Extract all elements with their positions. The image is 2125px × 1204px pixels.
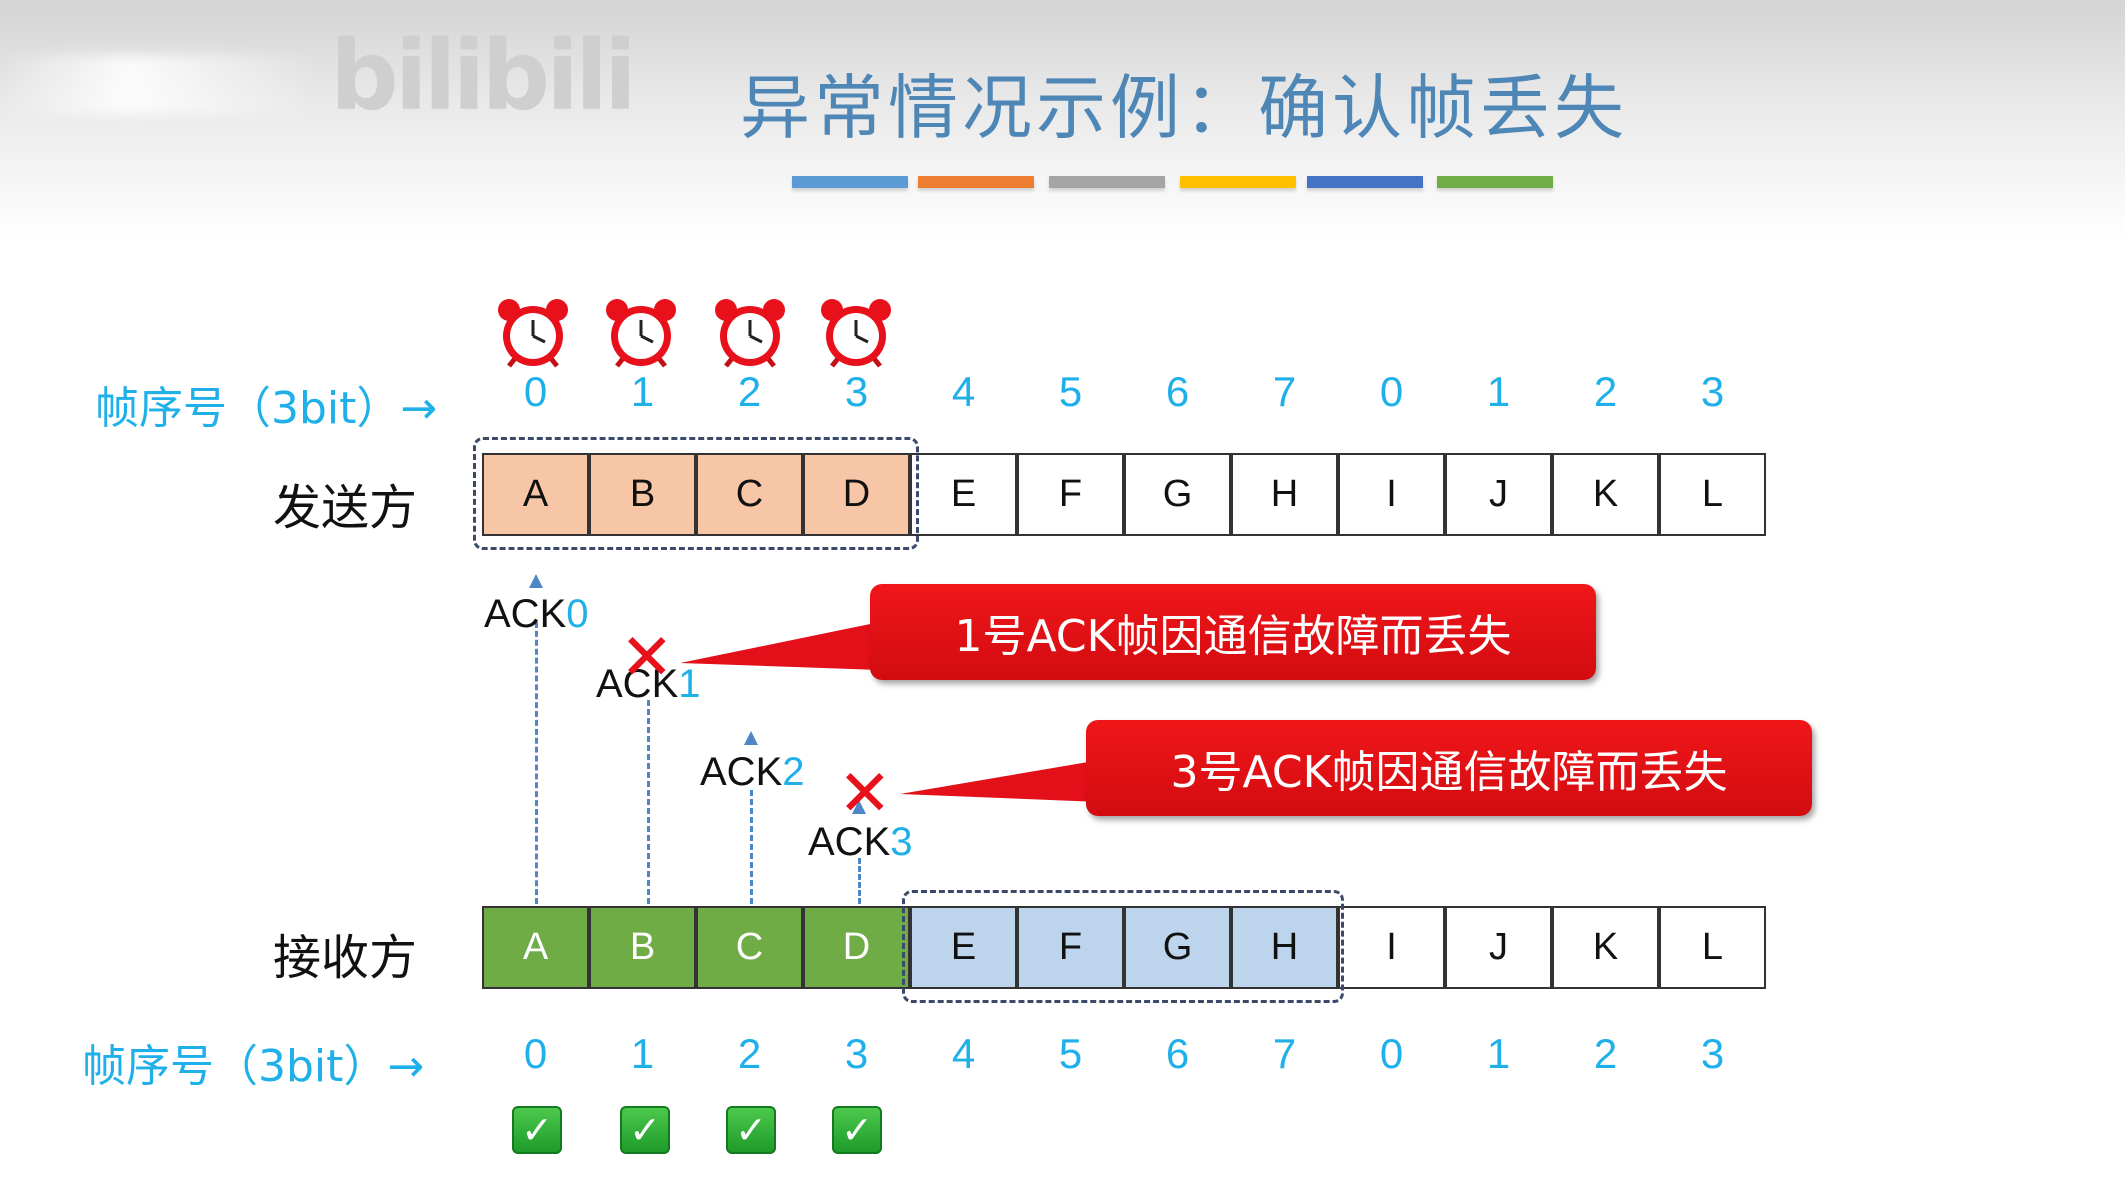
- sender-window: [473, 437, 919, 550]
- sender-frame: C: [696, 453, 803, 536]
- watermark-smudge: [0, 55, 320, 115]
- receiver-frame: K: [1552, 906, 1659, 989]
- bottom-seq-num: 1: [630, 1030, 655, 1077]
- check-box-icon: ✓: [620, 1106, 670, 1154]
- ack3-label: ACK3: [808, 820, 913, 864]
- sender-label: 发送方: [273, 480, 418, 536]
- top-seq-num: 3: [1700, 368, 1725, 415]
- top-seq-num: 5: [1058, 368, 1083, 415]
- bottom-seq-num: 1: [1486, 1030, 1511, 1077]
- ack0-label: ACK0: [484, 592, 589, 636]
- top-seq-num: 0: [523, 368, 548, 415]
- receiver-frame: B: [589, 906, 696, 989]
- ack2-label: ACK2: [700, 750, 805, 794]
- top-seq-num: 1: [1486, 368, 1511, 415]
- lost-x-icon: ✕: [838, 757, 892, 831]
- sender-frame: H: [1231, 453, 1338, 536]
- title-bar-1: [792, 176, 908, 188]
- sender-frame: E: [910, 453, 1017, 536]
- sender-frame: G: [1124, 453, 1231, 536]
- receiver-label: 接收方: [273, 930, 418, 986]
- receiver-frame: L: [1659, 906, 1766, 989]
- top-seq-num: 4: [951, 368, 976, 415]
- top-seq-num: 2: [737, 368, 762, 415]
- top-seq-num: 7: [1272, 368, 1297, 415]
- bottom-seq-num: 2: [737, 1030, 762, 1077]
- sender-frame: B: [589, 453, 696, 536]
- ack2-arrowhead: [744, 731, 758, 745]
- receiver-frame: H: [1231, 906, 1338, 989]
- receiver-frame: I: [1338, 906, 1445, 989]
- sender-frame: F: [1017, 453, 1124, 536]
- receiver-frame: E: [910, 906, 1017, 989]
- ack2-line: [750, 790, 753, 904]
- sender-frame: K: [1552, 453, 1659, 536]
- receiver-frame: F: [1017, 906, 1124, 989]
- bilibili-watermark: bilibili: [330, 20, 637, 132]
- lost-x-icon: ✕: [620, 621, 674, 695]
- bottom-seq-label: 帧序号（3bit）→: [82, 1041, 425, 1092]
- callout-2-pointer: [900, 760, 1100, 802]
- top-seq-num: 2: [1593, 368, 1618, 415]
- top-seq-num: 1: [630, 368, 655, 415]
- bottom-seq-num: 3: [844, 1030, 869, 1077]
- callout-1-pointer: [680, 622, 880, 670]
- slide-title: 异常情况示例：确认帧丢失: [740, 67, 1628, 149]
- title-bar-4: [1180, 176, 1296, 188]
- bottom-seq-num: 3: [1700, 1030, 1725, 1077]
- receiver-frame: D: [803, 906, 910, 989]
- bottom-seq-num: 2: [1593, 1030, 1618, 1077]
- callout-ack1-lost: 1号ACK帧因通信故障而丢失: [870, 584, 1596, 680]
- title-bar-3: [1049, 176, 1165, 188]
- check-box-icon: ✓: [832, 1106, 882, 1154]
- title-bar-2: [918, 176, 1034, 188]
- bottom-seq-num: 5: [1058, 1030, 1083, 1077]
- check-box-icon: ✓: [512, 1106, 562, 1154]
- receiver-frame: G: [1124, 906, 1231, 989]
- sender-frame: A: [482, 453, 589, 536]
- top-seq-num: 0: [1379, 368, 1404, 415]
- alarm-clock-icon: [715, 299, 785, 368]
- alarm-clock-icon: [821, 299, 891, 368]
- ack3-arrowhead: [852, 800, 866, 814]
- bottom-seq-num: 0: [1379, 1030, 1404, 1077]
- sender-frame: D: [803, 453, 910, 536]
- top-seq-num: 3: [844, 368, 869, 415]
- receiver-frame: J: [1445, 906, 1552, 989]
- receiver-frame: C: [696, 906, 803, 989]
- receiver-window: [902, 890, 1344, 1003]
- ack1-label: ACK1: [596, 662, 701, 706]
- ack1-line: [647, 700, 650, 904]
- sender-frame: J: [1445, 453, 1552, 536]
- top-seq-num: 6: [1165, 368, 1190, 415]
- title-bar-6: [1437, 176, 1553, 188]
- alarm-clock-icon: [498, 299, 568, 368]
- bottom-seq-num: 4: [951, 1030, 976, 1077]
- sender-frame: I: [1338, 453, 1445, 536]
- receiver-frame: A: [482, 906, 589, 989]
- alarm-clock-icon: [606, 299, 676, 368]
- ack0-line: [535, 622, 538, 904]
- ack0-arrowhead: [529, 574, 543, 588]
- callout-ack3-lost: 3号ACK帧因通信故障而丢失: [1086, 720, 1812, 816]
- check-box-icon: ✓: [726, 1106, 776, 1154]
- bottom-seq-num: 6: [1165, 1030, 1190, 1077]
- bottom-seq-num: 0: [523, 1030, 548, 1077]
- sender-frame: L: [1659, 453, 1766, 536]
- top-seq-label: 帧序号（3bit）→: [95, 383, 438, 434]
- title-bar-5: [1307, 176, 1423, 188]
- header-background: [0, 0, 2125, 240]
- bottom-seq-num: 7: [1272, 1030, 1297, 1077]
- ack3-line: [858, 858, 861, 904]
